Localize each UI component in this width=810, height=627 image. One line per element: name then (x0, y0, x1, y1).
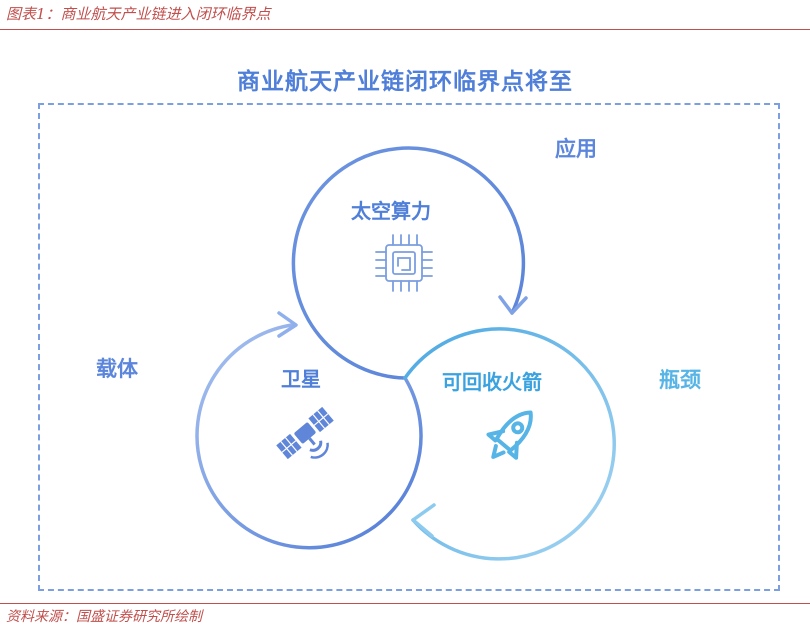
bottom-rule (0, 603, 810, 604)
circle-label-compute: 太空算力 (351, 199, 431, 223)
source-note: 资料来源：国盛证券研究所绘制 (6, 609, 202, 625)
circle-satellite (195, 311, 423, 550)
top-rule (0, 29, 810, 30)
arrowhead-satellite (277, 311, 298, 338)
dashed-frame (38, 103, 780, 591)
figure-caption: 图表1：商业航天产业链进入闭环临界点 (6, 5, 271, 23)
label-application: 应用 (555, 137, 597, 161)
arrowhead-rocket (411, 503, 436, 538)
circle-label-rocket: 可回收火箭 (442, 370, 542, 394)
chip-icon (375, 234, 433, 292)
diagram-title: 商业航天产业链闭环临界点将至 (237, 69, 573, 95)
circle-label-satellite: 卫星 (281, 367, 321, 391)
rocket-icon (486, 410, 533, 460)
label-bottleneck: 瓶颈 (659, 368, 701, 392)
circle-rocket (403, 327, 616, 561)
circle-compute (291, 146, 528, 380)
arrowhead-compute (498, 295, 528, 315)
satellite-icon (276, 406, 334, 460)
label-carrier: 载体 (96, 357, 138, 381)
